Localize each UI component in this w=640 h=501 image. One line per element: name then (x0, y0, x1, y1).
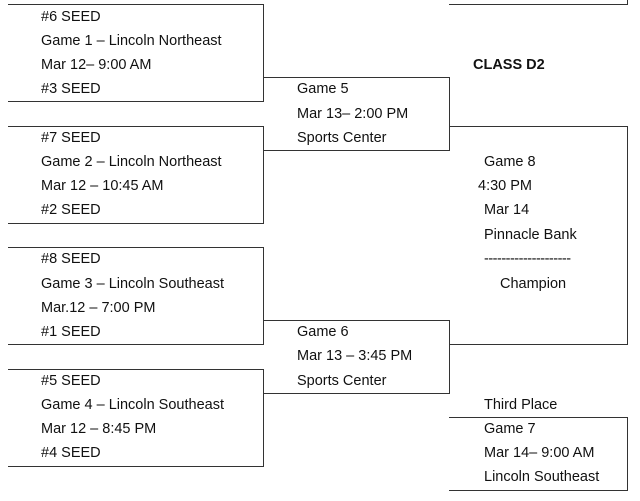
game1-bottom-seed: #3 SEED (41, 81, 101, 97)
game4-time: Mar 12 – 8:45 PM (41, 421, 157, 437)
game5-top-line (263, 77, 450, 78)
game7-venue: Lincoln Southeast (484, 469, 600, 485)
game3-top-line (8, 247, 264, 248)
game7-title: Game 7 (484, 421, 536, 437)
class-title: CLASS D2 (473, 57, 545, 73)
game2-top-line (8, 126, 264, 127)
game8-divider: -------------------- (484, 251, 571, 267)
game1-right-line (263, 4, 264, 101)
game2-top-seed: #7 SEED (41, 130, 101, 146)
game2-bottom-line (8, 223, 264, 224)
top-right-stub-line (449, 4, 628, 5)
game1-title: Game 1 – Lincoln Northeast (41, 33, 222, 49)
game8-result: Champion (500, 276, 567, 292)
game8-time: 4:30 PM (478, 178, 532, 194)
game1-bottom-line (8, 101, 264, 102)
game5-right-line (449, 77, 450, 151)
game3-time: Mar.12 – 7:00 PM (41, 300, 156, 316)
game8-top-line (449, 126, 628, 127)
game1-top-line (8, 4, 264, 5)
game7-time: Mar 14– 9:00 AM (484, 445, 595, 461)
game6-time: Mar 13 – 3:45 PM (297, 348, 413, 364)
game4-bottom-seed: #4 SEED (41, 445, 101, 461)
game7-bottom-line (449, 490, 628, 491)
game7-top-line (449, 417, 628, 418)
game2-time: Mar 12 – 10:45 AM (41, 178, 164, 194)
game6-venue: Sports Center (297, 373, 387, 389)
game6-right-line (449, 320, 450, 394)
game3-title: Game 3 – Lincoln Southeast (41, 276, 224, 292)
game5-bottom-line (263, 150, 450, 151)
game6-top-line (263, 320, 450, 321)
game5-title: Game 5 (297, 81, 349, 97)
game5-time: Mar 13– 2:00 PM (297, 106, 409, 122)
top-right-stub-vertical (627, 0, 628, 5)
game3-bottom-seed: #1 SEED (41, 324, 101, 340)
game1-top-seed: #6 SEED (41, 9, 101, 25)
game3-bottom-line (8, 344, 264, 345)
game8-title: Game 8 (484, 154, 536, 170)
game4-top-seed: #5 SEED (41, 373, 101, 389)
game4-top-line (8, 369, 264, 370)
game6-title: Game 6 (297, 324, 349, 340)
game3-right-line (263, 247, 264, 344)
game4-bottom-line (8, 466, 264, 467)
game7-label: Third Place (484, 397, 558, 413)
game6-bottom-line (263, 393, 450, 394)
game2-bottom-seed: #2 SEED (41, 202, 101, 218)
game8-date: Mar 14 (484, 202, 530, 218)
game7-right-line (627, 417, 628, 491)
game5-venue: Sports Center (297, 130, 387, 146)
game8-right-line (627, 126, 628, 344)
game3-top-seed: #8 SEED (41, 251, 101, 267)
game2-title: Game 2 – Lincoln Northeast (41, 154, 222, 170)
game1-time: Mar 12– 9:00 AM (41, 57, 152, 73)
game4-right-line (263, 369, 264, 466)
game8-bottom-line (449, 344, 628, 345)
game4-title: Game 4 – Lincoln Southeast (41, 397, 224, 413)
game2-right-line (263, 126, 264, 223)
game8-venue: Pinnacle Bank (484, 227, 577, 243)
